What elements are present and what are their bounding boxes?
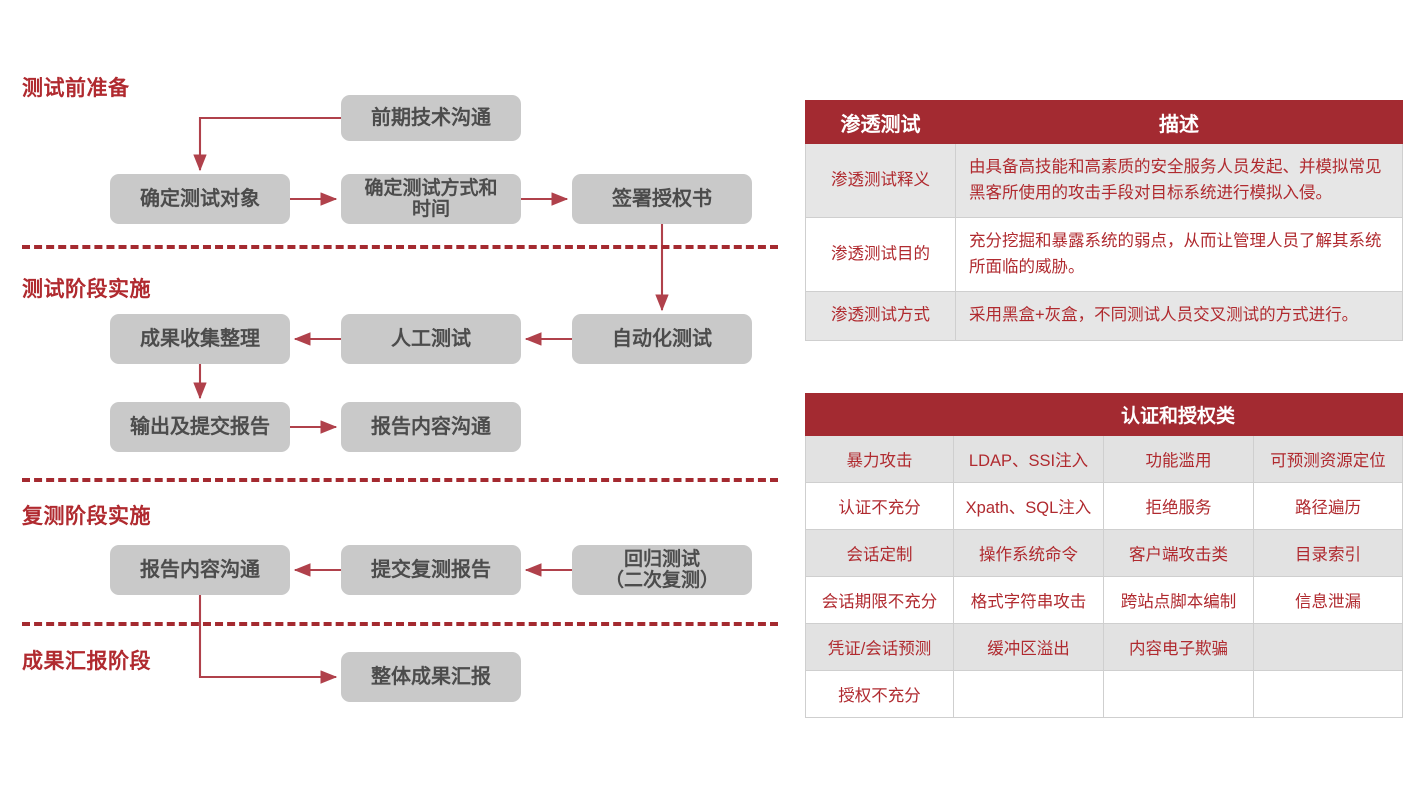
table-header-row: 认证和授权类 xyxy=(805,393,1404,436)
node-collect-results[interactable]: 成果收集整理 xyxy=(110,314,290,364)
node-pre-tech-communication[interactable]: 前期技术沟通 xyxy=(341,95,521,141)
table-row: 渗透测试方式 采用黑盒+灰盒，不同测试人员交叉测试的方式进行。 xyxy=(805,291,1403,341)
phase-divider xyxy=(22,478,778,482)
table-row: 认证不充分 Xpath、SQL注入 拒绝服务 路径遍历 xyxy=(805,482,1404,530)
auth-attack-types-table: 认证和授权类 暴力攻击 LDAP、SSI注入 功能滥用 可预测资源定位 认证不充… xyxy=(805,393,1404,718)
cell xyxy=(1252,623,1404,671)
cell: 拒绝服务 xyxy=(1103,482,1254,530)
node-determine-method-and-time[interactable]: 确定测试方式和 时间 xyxy=(341,174,521,224)
cell-key: 渗透测试释义 xyxy=(805,142,956,219)
phase-divider xyxy=(22,245,778,249)
node-overall-result-report[interactable]: 整体成果汇报 xyxy=(341,652,521,702)
node-line-1: 确定测试方式和 xyxy=(364,177,498,199)
table-row: 授权不充分 xyxy=(805,670,1404,718)
cell: 客户端攻击类 xyxy=(1103,529,1254,577)
column-header-category: 渗透测试 xyxy=(805,100,956,144)
table-row: 暴力攻击 LDAP、SSI注入 功能滥用 可预测资源定位 xyxy=(805,435,1404,483)
phase-title-pre-test: 测试前准备 xyxy=(22,77,130,100)
table-row: 渗透测试目的 充分挖掘和暴露系统的弱点，从而让管理人员了解其系统所面临的威胁。 xyxy=(805,217,1403,293)
cell-description: 充分挖掘和暴露系统的弱点，从而让管理人员了解其系统所面临的威胁。 xyxy=(955,217,1403,293)
table-row: 渗透测试释义 由具备高技能和高素质的安全服务人员发起、并模拟常见黑客所使用的攻击… xyxy=(805,142,1403,219)
node-regression-test[interactable]: 回归测试 （二次复测） xyxy=(572,545,752,595)
cell: 格式字符串攻击 xyxy=(953,576,1104,624)
node-report-content-communication-retest[interactable]: 报告内容沟通 xyxy=(110,545,290,595)
node-line-2: 时间 xyxy=(411,199,450,220)
cell: 会话期限不充分 xyxy=(805,576,954,624)
cell xyxy=(953,670,1104,718)
cell: 可预测资源定位 xyxy=(1252,435,1404,483)
cell-key: 渗透测试方式 xyxy=(805,291,956,341)
phase-title-reporting: 成果汇报阶段 xyxy=(22,650,151,673)
cell: 目录索引 xyxy=(1252,529,1404,577)
table-row: 会话期限不充分 格式字符串攻击 跨站点脚本编制 信息泄漏 xyxy=(805,576,1404,624)
cell: 操作系统命令 xyxy=(953,529,1104,577)
cell-description: 由具备高技能和高素质的安全服务人员发起、并模拟常见黑客所使用的攻击手段对目标系统… xyxy=(955,142,1403,219)
node-report-content-communication[interactable]: 报告内容沟通 xyxy=(341,402,521,452)
column-header-description: 描述 xyxy=(955,100,1403,144)
table-row: 会话定制 操作系统命令 客户端攻击类 目录索引 xyxy=(805,529,1404,577)
cell: Xpath、SQL注入 xyxy=(953,482,1104,530)
cell xyxy=(1252,670,1404,718)
node-sign-authorization[interactable]: 签署授权书 xyxy=(572,174,752,224)
cell: 凭证/会话预测 xyxy=(805,623,954,671)
phase-divider xyxy=(22,622,778,626)
node-line-1: 回归测试 xyxy=(623,548,700,570)
cell xyxy=(1103,670,1254,718)
table-row: 凭证/会话预测 缓冲区溢出 内容电子欺骗 xyxy=(805,623,1404,671)
cell-key: 渗透测试目的 xyxy=(805,217,956,293)
cell: 授权不充分 xyxy=(805,670,954,718)
band-spacer-cell xyxy=(805,393,954,436)
node-manual-test[interactable]: 人工测试 xyxy=(341,314,521,364)
flowchart-panel: 测试前准备 测试阶段实施 复测阶段实施 成果汇报阶段 前期技术沟通 确定测试对象… xyxy=(22,77,778,702)
table-header-row: 渗透测试 描述 xyxy=(805,100,1403,144)
phase-title-retest-execution: 复测阶段实施 xyxy=(22,505,151,528)
cell: 路径遍历 xyxy=(1252,482,1404,530)
phase-title-test-execution: 测试阶段实施 xyxy=(22,278,151,301)
cell: LDAP、SSI注入 xyxy=(953,435,1104,483)
node-determine-test-target[interactable]: 确定测试对象 xyxy=(110,174,290,224)
node-submit-retest-report[interactable]: 提交复测报告 xyxy=(341,545,521,595)
cell: 跨站点脚本编制 xyxy=(1103,576,1254,624)
node-line-2: （二次复测） xyxy=(604,570,719,591)
cell: 内容电子欺骗 xyxy=(1103,623,1254,671)
cell: 会话定制 xyxy=(805,529,954,577)
cell: 功能滥用 xyxy=(1103,435,1254,483)
cell-description: 采用黑盒+灰盒，不同测试人员交叉测试的方式进行。 xyxy=(955,291,1403,341)
cell: 信息泄漏 xyxy=(1252,576,1404,624)
penetration-test-overview-table: 渗透测试 描述 渗透测试释义 由具备高技能和高素质的安全服务人员发起、并模拟常见… xyxy=(805,100,1403,341)
cell: 暴力攻击 xyxy=(805,435,954,483)
cell: 认证不充分 xyxy=(805,482,954,530)
band-title: 认证和授权类 xyxy=(952,393,1404,436)
node-output-submit-report[interactable]: 输出及提交报告 xyxy=(110,402,290,452)
node-automated-test[interactable]: 自动化测试 xyxy=(572,314,752,364)
cell: 缓冲区溢出 xyxy=(953,623,1104,671)
